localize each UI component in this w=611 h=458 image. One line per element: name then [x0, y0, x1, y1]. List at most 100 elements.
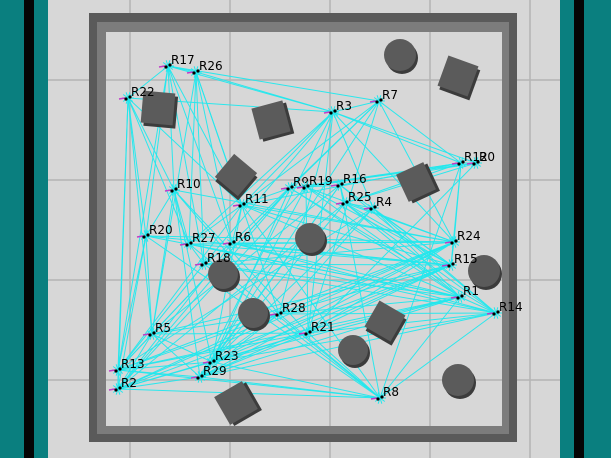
robot-label: R26 — [199, 59, 223, 73]
robot-r6: R6 — [222, 230, 251, 249]
link-R3-R27 — [188, 111, 334, 245]
robot-label: R24 — [457, 229, 481, 243]
link-R1-R8 — [379, 296, 461, 399]
link-R7-R12 — [378, 100, 462, 164]
link-R5-R2 — [117, 333, 153, 390]
link-R3-R4 — [332, 111, 374, 209]
robot-label: R3 — [336, 99, 352, 113]
robot-r10: R10 — [164, 177, 201, 196]
box-obstacle — [364, 300, 407, 346]
robot-label: R23 — [215, 349, 239, 363]
link-R15-R29 — [199, 264, 452, 378]
robot-r18: R18 — [194, 251, 231, 270]
robot-label: R14 — [499, 300, 523, 314]
link-R3-R11 — [241, 111, 334, 206]
box-obstacle — [214, 381, 262, 426]
link-R10-R29 — [173, 189, 201, 378]
robot-label: R29 — [203, 364, 227, 378]
link-R23-R8 — [211, 361, 381, 399]
link-R4-R15 — [372, 207, 452, 266]
link-R29-R2 — [117, 376, 201, 390]
link-R11-R13 — [117, 204, 243, 371]
link-R11-R6 — [231, 204, 243, 244]
link-R24-R13 — [117, 241, 455, 371]
link-R3-R0 — [332, 111, 477, 164]
link-R22-R17 — [127, 65, 169, 99]
link-R25-R14 — [344, 202, 497, 314]
robot-label: R6 — [235, 230, 251, 244]
robot-r11: R11 — [232, 192, 269, 211]
robot-r23: R23 — [202, 349, 239, 368]
obstacles — [140, 39, 502, 426]
cylinder-obstacle — [208, 259, 240, 292]
link-R22-R5 — [127, 97, 153, 335]
link-R5-R13 — [117, 333, 153, 371]
link-R17-R26 — [167, 65, 197, 73]
robot-label: R11 — [245, 192, 269, 206]
link-R7-R9 — [289, 100, 380, 189]
link-R3-R18 — [203, 111, 334, 265]
link-R22-R10 — [127, 97, 175, 191]
link-R26-R6 — [195, 71, 233, 244]
box-obstacle — [140, 90, 179, 129]
link-R9-R2 — [117, 187, 291, 390]
cylinder-obstacle — [238, 298, 270, 331]
link-R3-R12 — [332, 111, 462, 164]
right-border-strip — [560, 0, 611, 458]
robot-r5: R5 — [142, 321, 171, 340]
link-R18-R13 — [117, 263, 205, 371]
robot-r29: R29 — [190, 364, 227, 383]
link-R18-R1 — [203, 263, 461, 298]
link-R24-R2 — [117, 241, 455, 390]
box-obstacle — [396, 162, 440, 204]
robot-label: R5 — [155, 321, 171, 335]
link-R15-R21 — [307, 264, 452, 334]
link-R17-R6 — [167, 65, 233, 244]
box-obstacle — [251, 100, 295, 142]
robot-label: R21 — [311, 320, 335, 334]
robot-label: R10 — [177, 177, 201, 191]
link-R22-R27 — [127, 97, 190, 245]
link-R11-R9 — [241, 187, 291, 206]
link-R1-R29 — [199, 296, 461, 378]
robot-label: R1 — [463, 284, 479, 298]
link-R21-R5 — [151, 332, 309, 335]
robot-r14: R14 — [486, 300, 523, 319]
robot-label: R28 — [282, 301, 306, 315]
link-R1-R28 — [278, 296, 461, 315]
robot-r7: R7 — [369, 88, 398, 107]
robot-label: R18 — [207, 251, 231, 265]
robot-r8: R8 — [370, 385, 399, 404]
link-R4-R28 — [278, 207, 374, 315]
link-R7-R21 — [307, 100, 380, 334]
robots: R0R1R2R3R4R5R6R7R8R9R10R11R12R13R14R15R1… — [108, 53, 523, 404]
robot-r17: R17 — [158, 53, 195, 72]
link-R5-R23 — [151, 333, 213, 363]
link-R26-R3 — [195, 71, 334, 113]
robot-label: R15 — [454, 252, 478, 266]
link-R10-R5 — [151, 189, 175, 335]
link-R18-R15 — [203, 263, 452, 266]
link-R28-R8 — [278, 313, 381, 399]
robot-label: R13 — [121, 357, 145, 371]
robot-label: R0 — [479, 150, 495, 164]
link-R6-R1 — [231, 242, 461, 298]
robot-label: R4 — [376, 195, 392, 209]
robot-r25: R25 — [335, 190, 372, 209]
robot-r3: R3 — [323, 99, 352, 118]
box-obstacle — [214, 153, 258, 201]
link-R10-R27 — [173, 189, 190, 245]
robot-r26: R26 — [186, 59, 223, 78]
robot-label: R12 — [464, 150, 488, 164]
robot-r0: R0 — [466, 150, 495, 169]
robot-r19: R19 — [296, 174, 333, 193]
link-R25-R24 — [344, 202, 455, 243]
link-R21-R13 — [117, 332, 309, 371]
link-R7-R11 — [241, 100, 380, 206]
link-R15-R2 — [117, 264, 452, 390]
link-R15-R5 — [151, 264, 452, 335]
robot-label: R16 — [343, 172, 367, 186]
link-R5-R20 — [145, 235, 153, 335]
cylinder-obstacle — [295, 223, 327, 256]
